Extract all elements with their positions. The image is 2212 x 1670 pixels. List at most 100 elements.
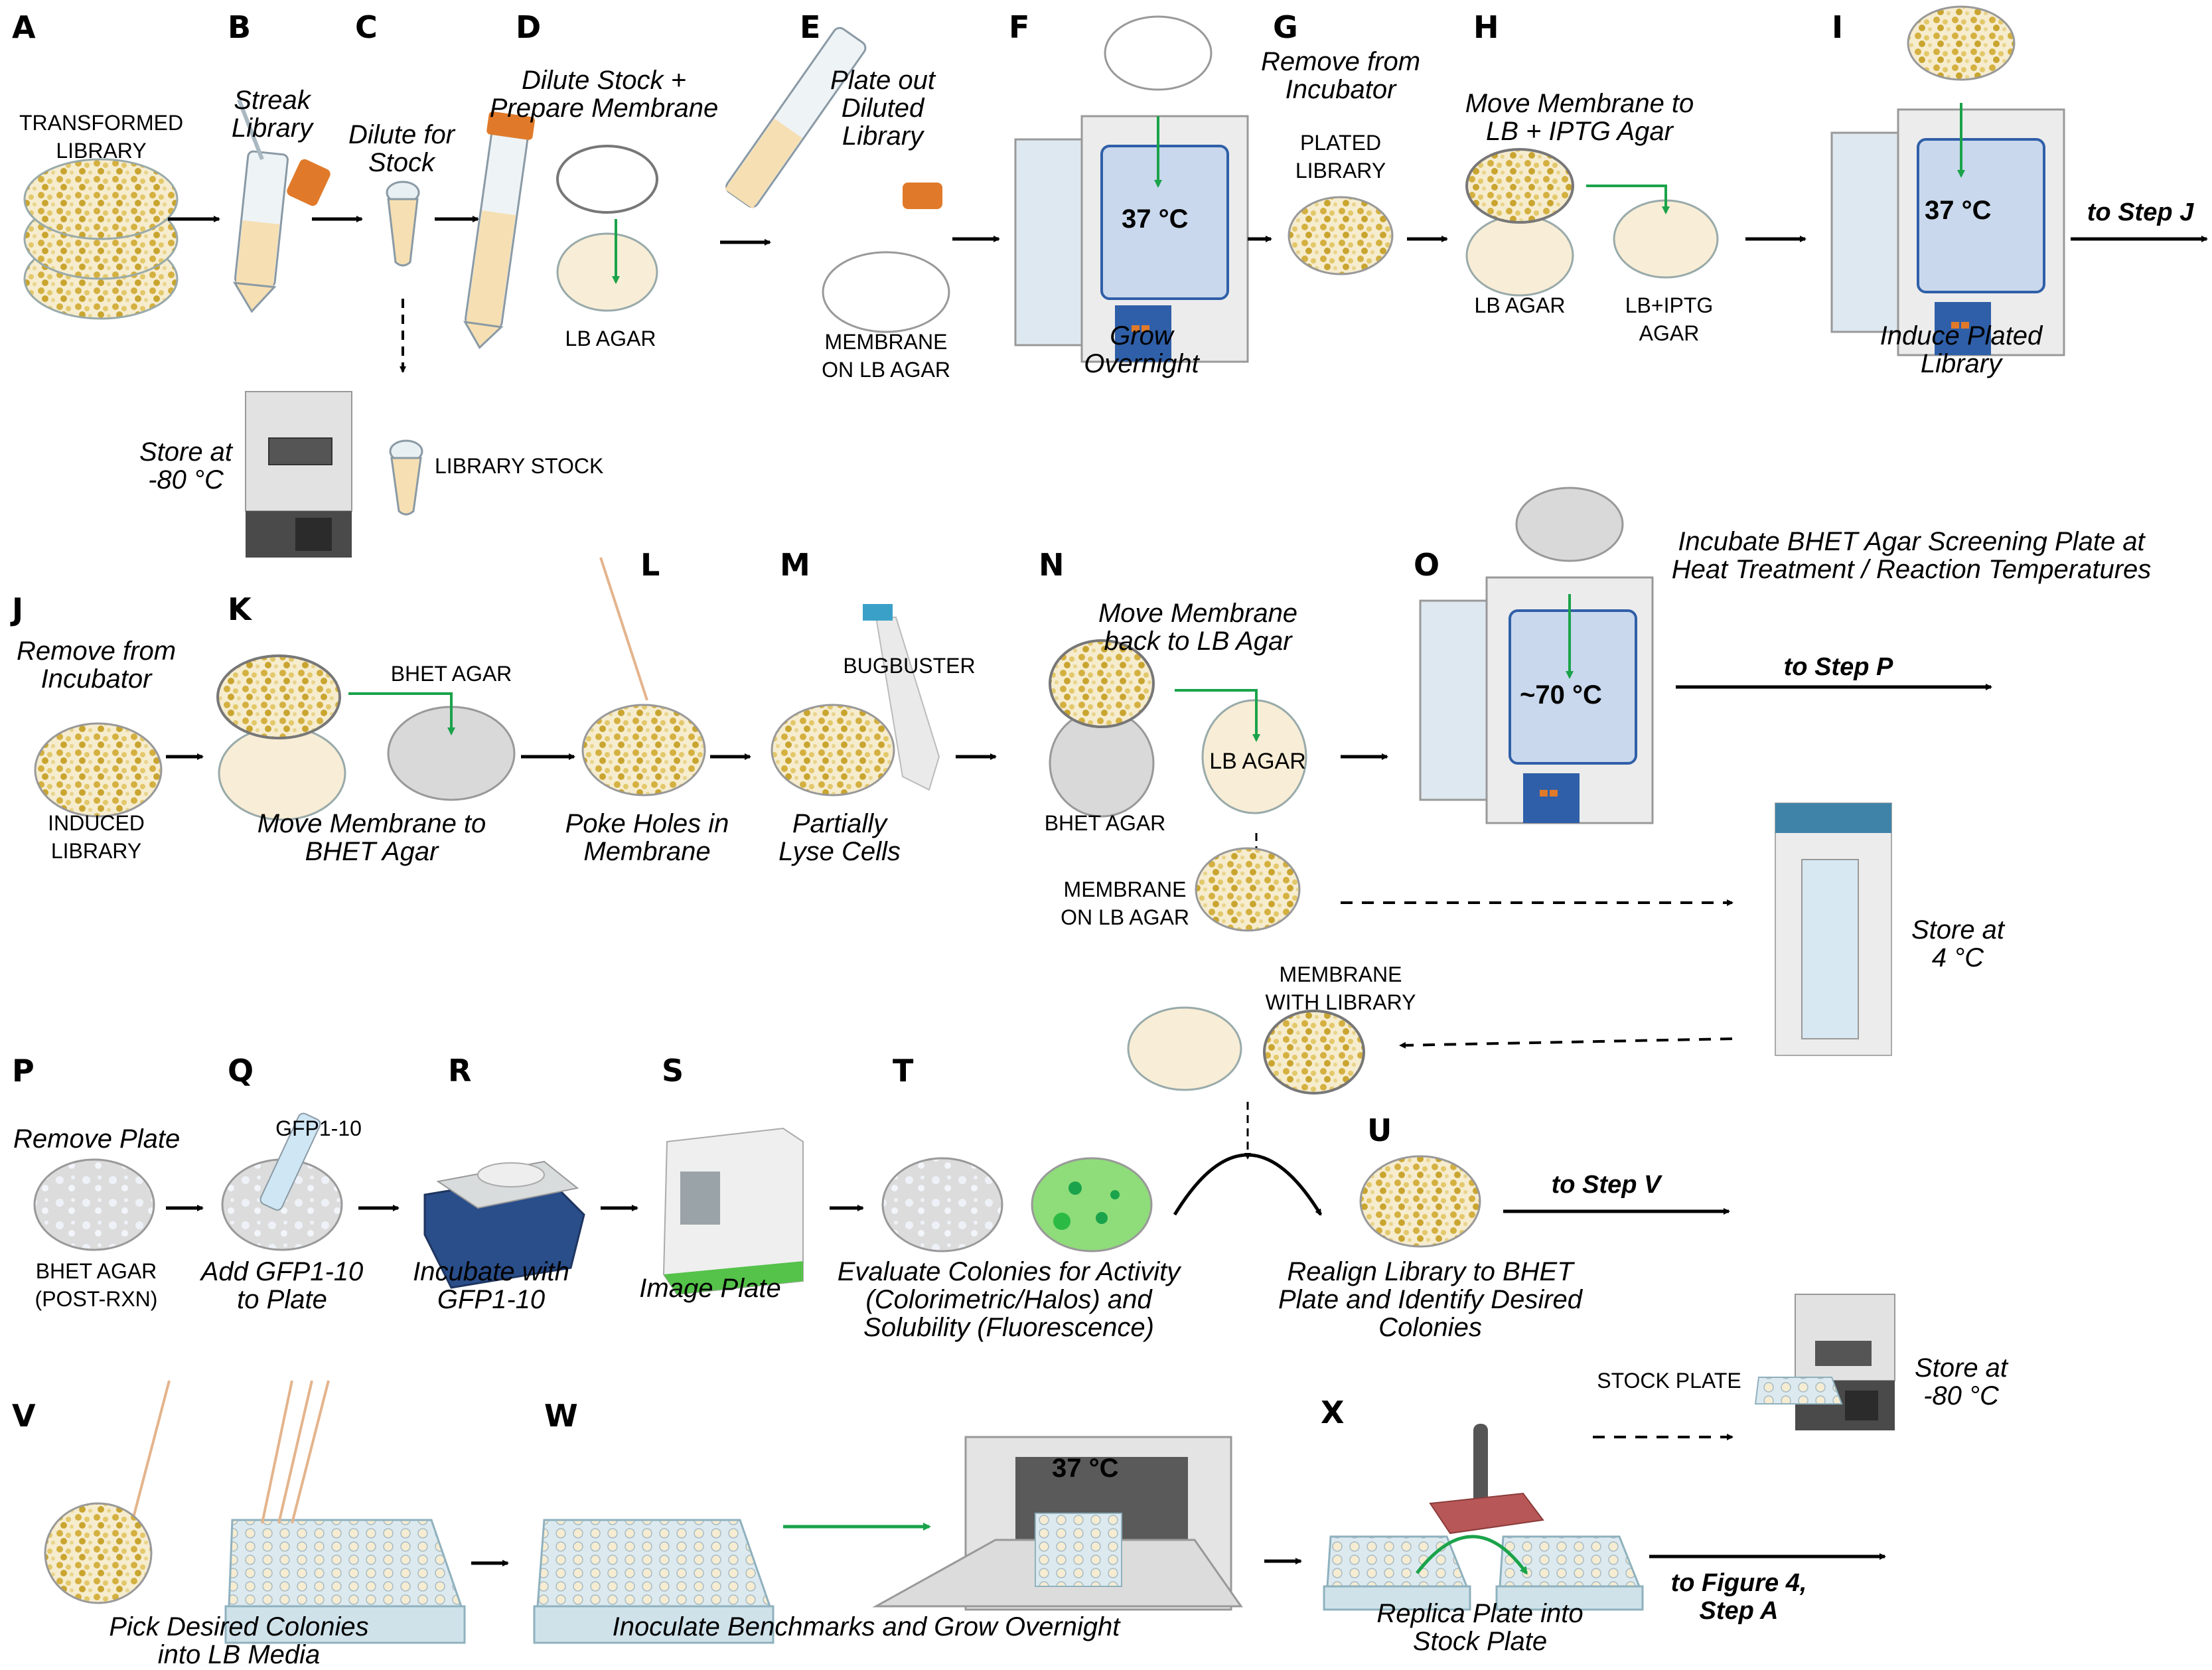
caption-realign-library: Realign Library to BHET Plate and Identi… <box>1278 1257 1583 1342</box>
falcon-tube-icon <box>463 111 535 349</box>
label-bhet-agar-post-rxn: BHET AGAR (POST-RXN) <box>35 1259 158 1311</box>
caption-poke-holes: Poke Holes in Membrane <box>565 809 729 866</box>
microtube-icon <box>386 181 420 267</box>
incubator-icon <box>1014 15 1249 363</box>
step-letter-i: I <box>1832 9 1844 45</box>
step-letter-o: O <box>1414 547 1440 583</box>
label-membrane-with-library: MEMBRANE WITH LIBRARY <box>1265 962 1416 1014</box>
ultra-low-freezer-icon <box>1795 1294 1895 1430</box>
toothpick-icon <box>131 1380 171 1521</box>
tube-cap-icon <box>903 183 942 209</box>
bhet-agar-post-rxn-plate-icon <box>33 1158 155 1251</box>
tube-cap-icon <box>287 159 331 206</box>
membrane-icon <box>556 145 658 214</box>
step-letter-u: U <box>1367 1112 1392 1148</box>
label-gfp1-10: GFP1-10 <box>275 1116 362 1140</box>
step-letter-t: T <box>893 1053 914 1089</box>
caption-remove-plate: Remove Plate <box>13 1124 181 1154</box>
well-plate-icon <box>533 1519 774 1644</box>
membrane-plate-icon <box>581 704 706 797</box>
toothpick-icon <box>599 557 648 701</box>
colony-plate-icon <box>44 1502 153 1604</box>
step-letter-c: C <box>355 9 378 45</box>
caption-streak-library: Streak Library <box>231 86 313 143</box>
step-letter-w: W <box>544 1398 578 1434</box>
step-letter-l: L <box>640 547 660 583</box>
step-letter-g: G <box>1273 9 1298 45</box>
step-letter-q: Q <box>228 1053 254 1089</box>
step-letter-x: X <box>1321 1395 1345 1430</box>
step-letter-j: J <box>12 591 24 627</box>
caption-store-minus-80: Store at -80 °C <box>139 437 233 494</box>
step-letter-f: F <box>1009 9 1030 45</box>
caption-inoculate-benchmarks: Inoculate Benchmarks and Grow Overnight <box>612 1612 1120 1641</box>
plated-library-icon <box>1288 196 1394 275</box>
shaker-icon <box>423 1160 585 1289</box>
membrane-with-library-icon <box>1263 1010 1365 1095</box>
inoculating-loop-icon <box>237 98 264 161</box>
step-letter-m: M <box>780 547 810 583</box>
replicator-icon <box>1429 1424 1544 1535</box>
label-bhet-agar: BHET AGAR <box>1044 811 1166 835</box>
label-lb-agar: LB AGAR <box>1474 293 1566 317</box>
incubator-icon <box>1830 5 2065 356</box>
caption-store-4c: Store at 4 °C <box>1911 915 2005 972</box>
next-step-v: to Step V <box>1551 1171 1661 1199</box>
incubator-icon <box>1419 487 1654 824</box>
caption-evaluate-colonies: Evaluate Colonies for Activity (Colorime… <box>837 1257 1181 1342</box>
next-step-p: to Step P <box>1783 653 1893 681</box>
step-letter-k: K <box>228 591 252 627</box>
toothpick-icon <box>277 1380 313 1524</box>
green-arrow <box>1586 185 1670 214</box>
imager-icon <box>662 1127 804 1296</box>
lb-agar-plate-icon <box>218 725 346 821</box>
caption-partially-lyse-cells: Partially Lyse Cells <box>778 809 901 866</box>
label-library-stock: LIBRARY STOCK <box>435 454 604 478</box>
caption-dilute-stock-prepare-membrane: Dilute Stock + Prepare Membrane <box>489 66 719 123</box>
step-letter-d: D <box>516 9 542 45</box>
gfp-tube-icon <box>259 1112 321 1211</box>
label-lb-agar: LB AGAR <box>1209 749 1306 774</box>
fluorescent-plate-icon <box>1031 1157 1153 1252</box>
temperature-37c: 37 °C <box>1925 196 1992 225</box>
spray-bottle-icon <box>863 604 940 791</box>
conical-tube-icon <box>232 150 289 313</box>
stacked-plates-icon <box>23 158 179 320</box>
caption-pick-colonies: Pick Desired Colonies into LB Media <box>109 1612 369 1669</box>
label-stock-plate: STOCK PLATE <box>1597 1369 1741 1393</box>
realigned-library-plate-icon <box>1359 1155 1481 1248</box>
stock-well-plate-icon <box>1495 1535 1644 1611</box>
temperature-70c: ~70 °C <box>1520 680 1602 710</box>
label-transformed-library: TRANSFORMED LIBRARY <box>19 111 184 163</box>
well-plate-icon <box>224 1519 466 1644</box>
caption-move-membrane-bhet: Move Membrane to BHET Agar <box>257 809 486 866</box>
caption-replica-plate: Replica Plate into Stock Plate <box>1376 1599 1584 1656</box>
temperature-37c: 37 °C <box>1122 204 1189 234</box>
toothpick-icon <box>291 1380 330 1524</box>
step-letter-a: A <box>12 9 36 45</box>
step-letter-e: E <box>800 9 821 45</box>
next-figure-4: to Figure 4, Step A <box>1670 1569 1807 1625</box>
step-letter-h: H <box>1473 9 1499 45</box>
label-membrane-on-lb-agar: MEMBRANE ON LB AGAR <box>822 330 950 382</box>
step-letter-s: S <box>662 1053 684 1089</box>
shaking-incubator-icon <box>872 1436 1243 1611</box>
lb-agar-plate-icon <box>1201 699 1307 814</box>
green-arrow <box>348 692 455 735</box>
step-letter-b: B <box>228 9 252 45</box>
label-plated-library: PLATED LIBRARY <box>1295 131 1386 183</box>
well-plate-icon <box>1323 1535 1471 1611</box>
label-induced-library: INDUCED LIBRARY <box>48 811 145 863</box>
lb-agar-plate-icon <box>1127 1006 1242 1091</box>
pipette-tube-icon <box>725 27 867 209</box>
label-membrane-on-lb-agar: MEMBRANE ON LB AGAR <box>1061 877 1189 929</box>
step-letter-r: R <box>448 1053 472 1089</box>
toothpick-icon <box>261 1380 293 1524</box>
colorimetric-plate-icon <box>881 1157 1003 1252</box>
lb-agar-plate-icon <box>556 232 658 312</box>
caption-image-plate: Image Plate <box>639 1274 781 1303</box>
label-bhet-agar: BHET AGAR <box>390 662 512 686</box>
step-letter-n: N <box>1039 547 1065 583</box>
label-lb-agar: LB AGAR <box>565 327 656 350</box>
